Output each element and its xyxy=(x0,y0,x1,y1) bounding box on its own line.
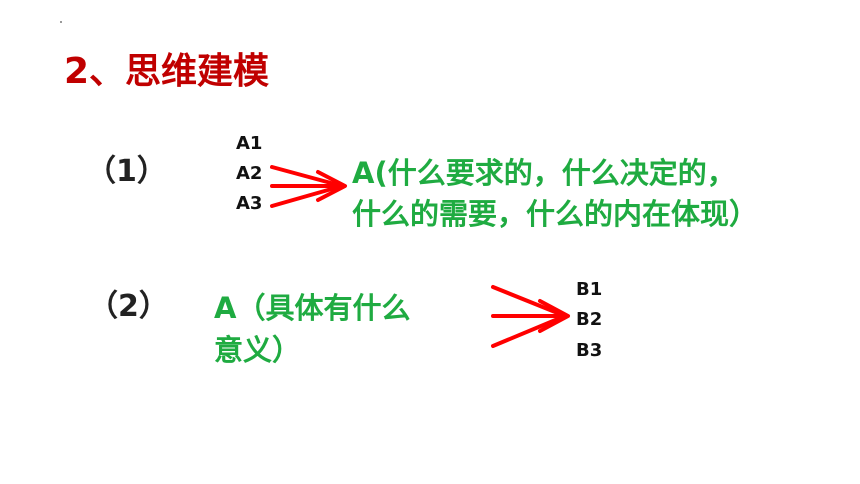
output-b2-label: B2 xyxy=(576,309,603,330)
input-a1-label: A1 xyxy=(236,133,263,154)
section1-result-line1: A(什么要求的，什么决定的， xyxy=(352,156,736,190)
input-a2-label: A2 xyxy=(236,163,263,184)
converging-arrow-icon xyxy=(270,165,347,208)
slide-title: 2、思维建模 xyxy=(64,51,270,92)
corner-dot xyxy=(60,21,62,23)
diverging-arrow-icon xyxy=(491,285,570,348)
input-a3-label: A3 xyxy=(236,193,263,214)
output-b1-label: B1 xyxy=(576,279,603,300)
section2-source-line2: 意义） xyxy=(214,333,302,367)
section2-source-line1: A（具体有什么 xyxy=(214,291,411,325)
section1-marker: （1） xyxy=(86,154,167,189)
output-b3-label: B3 xyxy=(576,340,603,361)
section1-result-line2: 什么的需要，什么的内在体现） xyxy=(352,197,759,231)
section2-marker: （2） xyxy=(88,289,169,324)
